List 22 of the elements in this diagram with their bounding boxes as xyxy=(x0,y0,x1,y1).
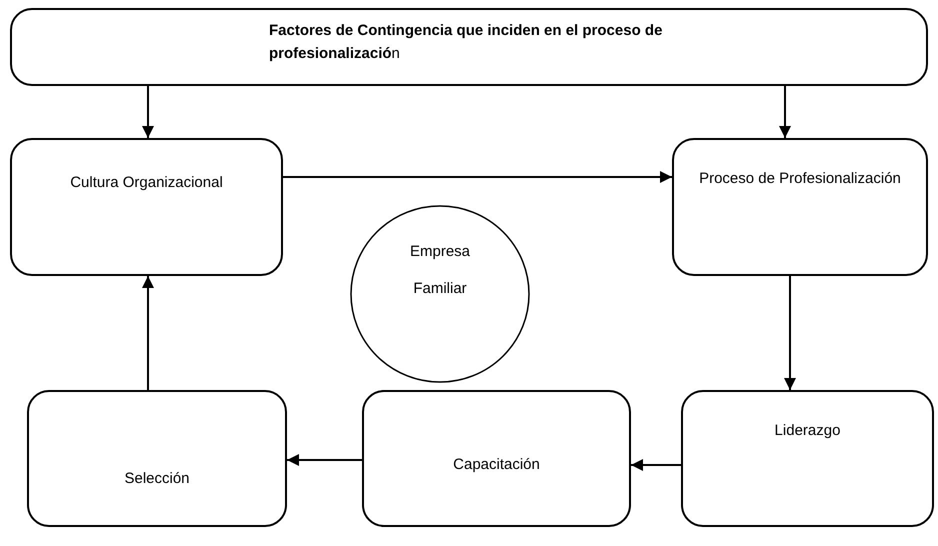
process-box xyxy=(362,390,631,527)
arrow xyxy=(784,276,796,390)
process-box xyxy=(681,390,934,527)
node-label: Selección xyxy=(123,470,191,489)
arrow xyxy=(631,459,681,471)
node-label: Capacitación xyxy=(452,456,541,475)
arrow xyxy=(287,454,362,466)
ellipse-node xyxy=(350,205,530,383)
node-label: Empresa xyxy=(408,243,472,262)
node-label: Familiar xyxy=(412,280,468,298)
process-box xyxy=(10,138,283,276)
arrow xyxy=(142,276,154,390)
node-label: Cultura Organizacional xyxy=(69,174,224,193)
arrow xyxy=(779,86,791,138)
arrow xyxy=(142,86,154,138)
node-label: Proceso de Profesionalización xyxy=(698,170,902,189)
header-box xyxy=(10,8,928,86)
process-box xyxy=(27,390,287,527)
arrow xyxy=(283,171,672,183)
process-box xyxy=(672,138,928,276)
title-text: Factores de Contingencia que inciden en el proceso de profesionalización xyxy=(269,21,664,64)
node-label: Liderazgo xyxy=(774,422,842,441)
